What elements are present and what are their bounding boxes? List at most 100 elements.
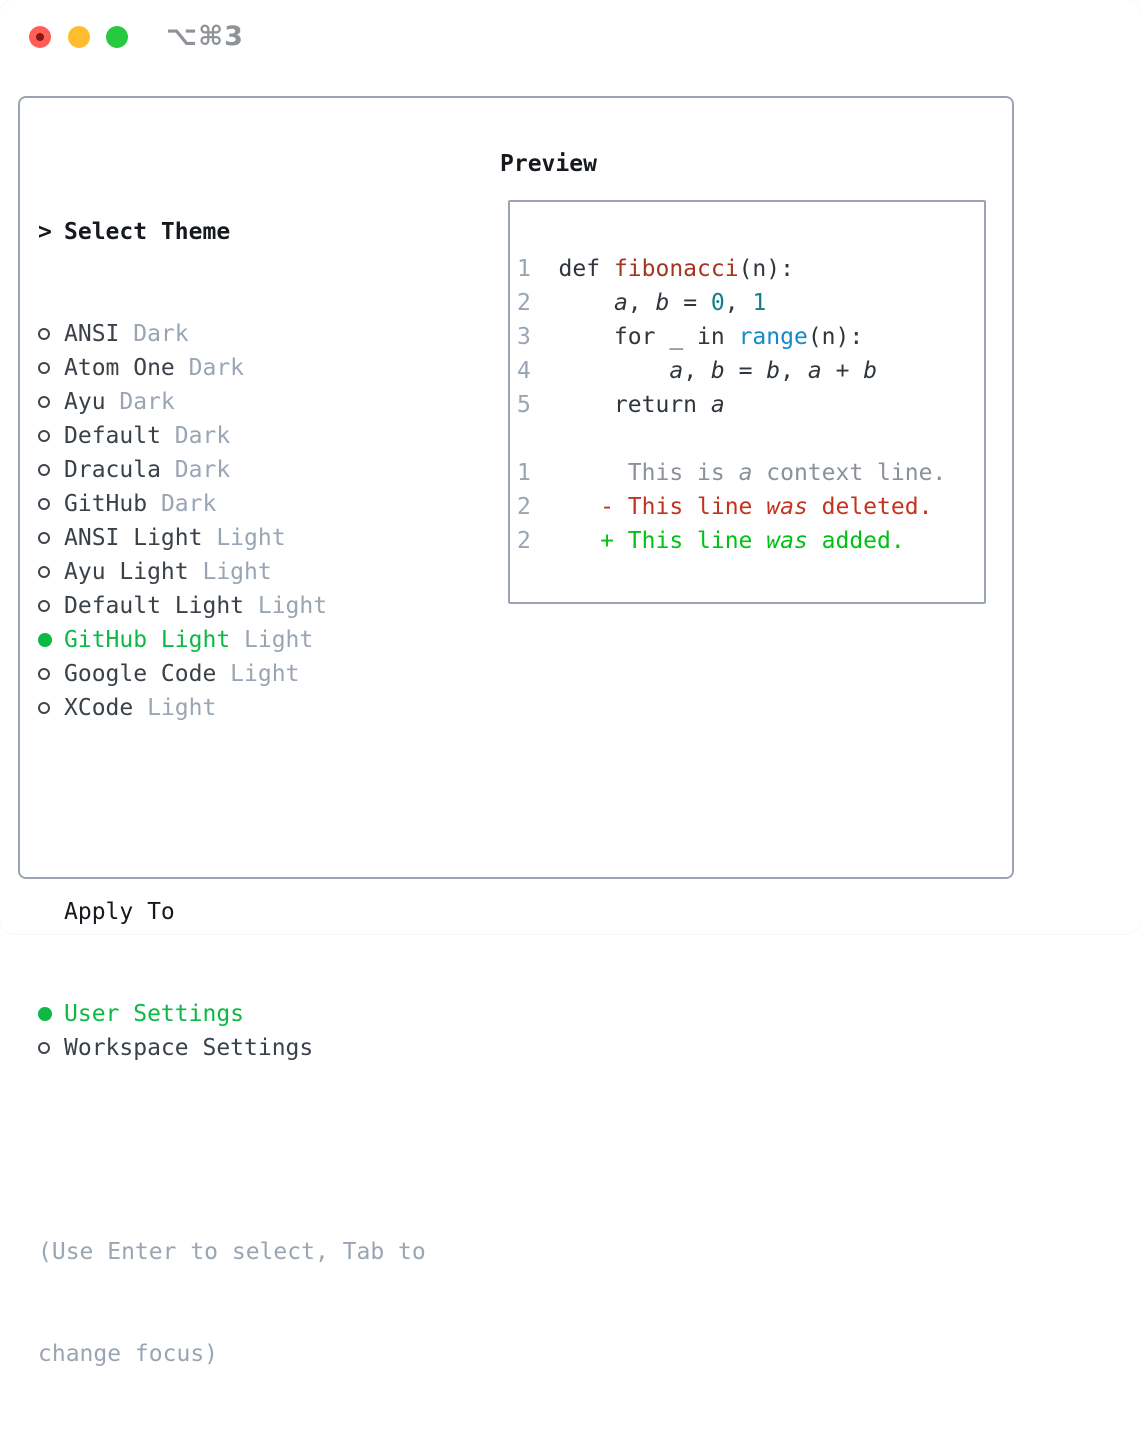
theme-option-label: Ayu Light xyxy=(64,559,189,585)
line-number: 1 xyxy=(517,460,531,486)
code-token: , xyxy=(683,358,711,384)
code-token: This is xyxy=(530,460,739,486)
preview-line: 2 - This line was deleted. xyxy=(517,490,984,524)
preview-line: 2 a, b = 0, 1 xyxy=(517,286,984,320)
theme-option-default-light[interactable]: Default Light Light xyxy=(38,589,426,623)
apply-to-title: Apply To xyxy=(64,899,175,925)
code-token: a xyxy=(738,460,753,486)
variant-tag: Light xyxy=(230,627,314,653)
theme-option-label: GitHub xyxy=(64,491,148,517)
code-token: range xyxy=(738,324,808,350)
line-number: 4 xyxy=(517,358,531,384)
code-token: (n): xyxy=(807,324,864,350)
theme-option-ansi-light[interactable]: ANSI Light Light xyxy=(38,521,426,555)
line-number: 3 xyxy=(517,324,531,350)
code-token: + xyxy=(821,358,864,384)
code-token: b xyxy=(766,358,781,384)
select-theme-heading: >Select Theme xyxy=(38,215,426,249)
theme-option-default[interactable]: Default Dark xyxy=(38,419,426,453)
theme-option-label: GitHub Light xyxy=(64,627,231,653)
line-number: 2 xyxy=(517,290,531,316)
theme-option-label: Ayu xyxy=(64,389,106,415)
apply-option-user-settings[interactable]: User Settings xyxy=(38,997,426,1031)
preview-line: 3 for _ in range(n): xyxy=(517,320,984,354)
minimize-button[interactable] xyxy=(68,26,90,48)
theme-option-ayu[interactable]: Ayu Dark xyxy=(38,385,426,419)
radio-icon xyxy=(38,1042,50,1054)
code-token: = xyxy=(724,358,767,384)
spacer-row xyxy=(38,1133,426,1167)
radio-icon xyxy=(38,498,50,510)
code-token: b xyxy=(710,358,725,384)
theme-option-atom-one[interactable]: Atom One Dark xyxy=(38,351,426,385)
theme-option-label: ANSI Light xyxy=(64,525,203,551)
close-button[interactable] xyxy=(29,26,51,48)
code-token: added. xyxy=(807,528,905,554)
theme-option-label: Default xyxy=(64,423,161,449)
code-token: was xyxy=(766,494,808,520)
code-token: b xyxy=(655,290,670,316)
theme-option-label: ANSI xyxy=(64,321,120,347)
code-token: = xyxy=(669,290,711,316)
code-token: was xyxy=(766,528,808,554)
apply-option-workspace-settings[interactable]: Workspace Settings xyxy=(38,1031,426,1065)
variant-tag: Light xyxy=(216,661,300,687)
apply-to-heading: Apply To xyxy=(38,895,426,929)
code-token: , xyxy=(627,290,656,316)
radio-icon xyxy=(38,566,50,578)
code-token: (n): xyxy=(738,256,794,282)
theme-option-github-light[interactable]: GitHub Light Light xyxy=(38,623,426,657)
zoom-button[interactable] xyxy=(106,26,128,48)
radio-icon xyxy=(38,430,50,442)
code-token: def xyxy=(530,256,614,282)
code-token: return xyxy=(530,392,711,418)
theme-option-google-code[interactable]: Google Code Light xyxy=(38,657,426,691)
radio-icon xyxy=(38,702,50,714)
preview-line: 5 return a xyxy=(517,388,984,422)
code-token: b xyxy=(863,358,878,384)
preview-line: 1 def fibonacci(n): xyxy=(517,252,984,286)
code-token: 1 xyxy=(752,290,767,316)
line-number: 5 xyxy=(517,392,531,418)
code-token: context line. xyxy=(752,460,947,486)
code-token: for _ in xyxy=(530,324,739,350)
code-token: a xyxy=(613,290,628,316)
theme-option-ayu-light[interactable]: Ayu Light Light xyxy=(38,555,426,589)
variant-tag: Light xyxy=(133,695,217,721)
radio-icon xyxy=(38,600,50,612)
record-dot-icon xyxy=(36,33,44,41)
line-number: 1 xyxy=(517,256,531,282)
theme-option-label: Default Light xyxy=(64,593,245,619)
code-token: fibonacci xyxy=(613,256,739,282)
line-number: 2 xyxy=(517,494,531,520)
theme-option-xcode[interactable]: XCode Light xyxy=(38,691,426,725)
hint-text-line-1: (Use Enter to select, Tab to xyxy=(38,1239,426,1265)
focus-caret-icon: > xyxy=(38,219,52,245)
spacer-row xyxy=(38,793,426,827)
variant-tag: Dark xyxy=(105,389,175,415)
preview-line xyxy=(517,422,984,456)
theme-option-ansi[interactable]: ANSI Dark xyxy=(38,317,426,351)
code-token: , xyxy=(780,358,808,384)
theme-option-dracula[interactable]: Dracula Dark xyxy=(38,453,426,487)
code-token: 0 xyxy=(710,290,725,316)
theme-option-label: Atom One xyxy=(64,355,175,381)
preview-line: 1 This is a context line. xyxy=(517,456,984,490)
radio-selected-icon xyxy=(38,1007,52,1021)
radio-icon xyxy=(38,362,50,374)
code-token: - This line xyxy=(530,494,767,520)
radio-icon xyxy=(38,328,50,340)
code-token: , xyxy=(724,290,753,316)
window-title: ⌥⌘3 xyxy=(166,21,244,52)
radio-icon xyxy=(38,532,50,544)
preview-title: Preview xyxy=(500,151,597,177)
code-token: a xyxy=(710,392,725,418)
preview-line: 4 a, b = b, a + b xyxy=(517,354,984,388)
radio-icon xyxy=(38,668,50,680)
theme-option-github[interactable]: GitHub Dark xyxy=(38,487,426,521)
